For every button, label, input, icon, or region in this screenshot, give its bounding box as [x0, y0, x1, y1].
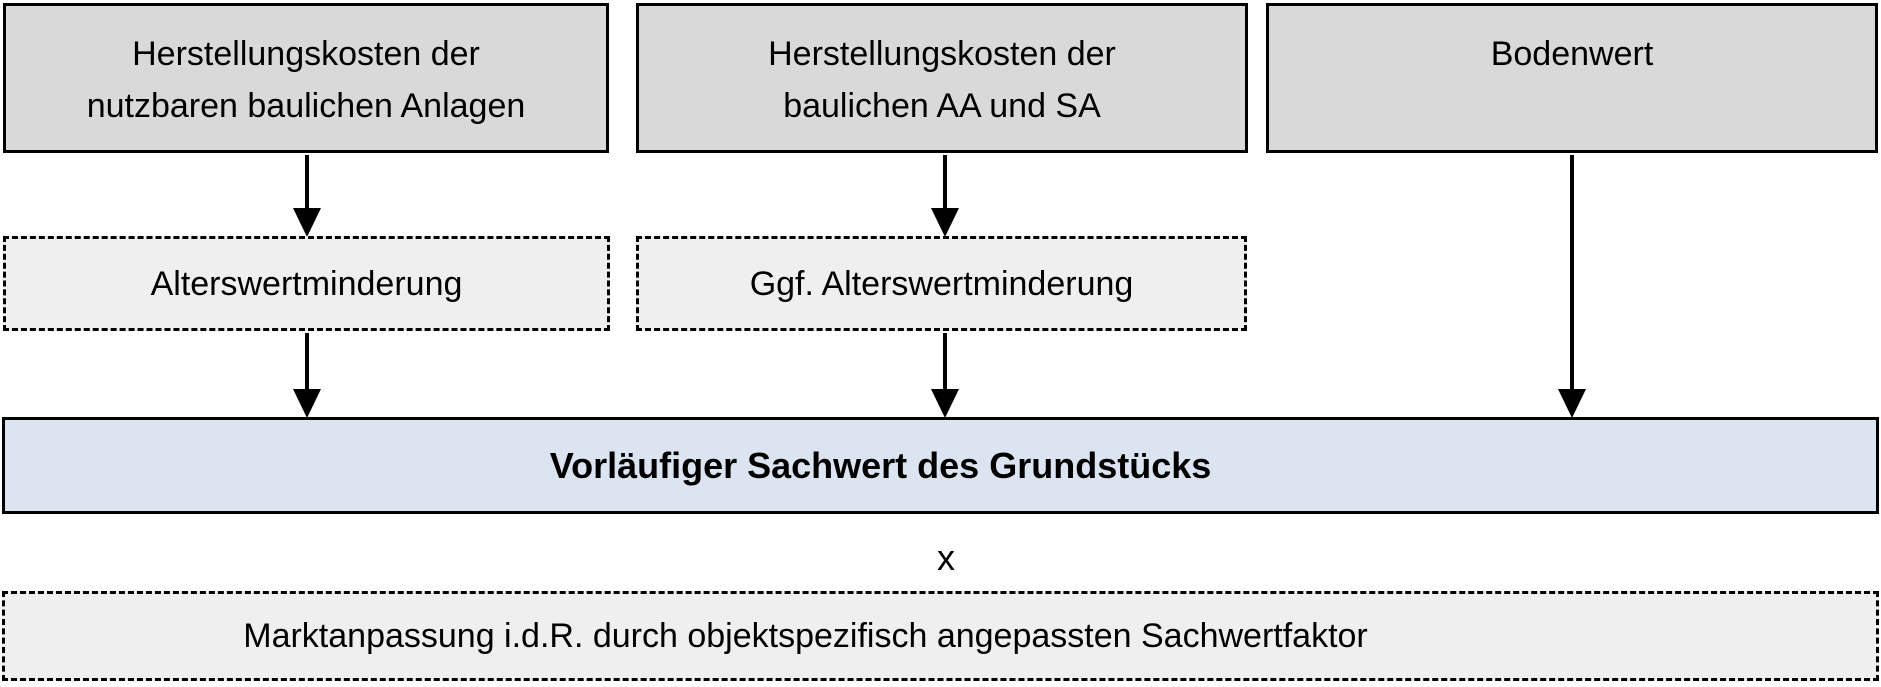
box-alterswertminderung-label: Alterswertminderung: [150, 264, 463, 303]
box-ggf-alterswertminderung-label: Ggf. Alterswertminderung: [749, 264, 1134, 303]
arrow-shaft: [943, 155, 947, 208]
arrow-head: [293, 389, 321, 418]
box-bodenwert: Bodenwert: [1266, 3, 1878, 153]
box-ggf-alterswertminderung: Ggf. Alterswertminderung: [636, 236, 1247, 331]
arrow-shaft: [305, 155, 309, 208]
arrow-shaft: [1570, 155, 1574, 389]
arrow-down-bodenwert-to-result-icon: [1558, 155, 1586, 418]
arrow-head: [931, 208, 959, 237]
arrow-down-cost-usable-to-depreciation-icon: [293, 155, 321, 237]
box-vorlaeufiger-sachwert: Vorläufiger Sachwert des Grundstücks: [2, 417, 1879, 514]
arrow-down-cost-aa-sa-to-depreciation-icon: [931, 155, 959, 237]
box-herstellungskosten-aa-sa: Herstellungskosten der baulichen AA und …: [636, 3, 1248, 153]
box-vorlaeufiger-sachwert-label: Vorläufiger Sachwert des Grundstücks: [549, 444, 1212, 486]
box-marktanpassung-label: Marktanpassung i.d.R. durch objektspezif…: [243, 617, 1368, 655]
box-marktanpassung: Marktanpassung i.d.R. durch objektspezif…: [2, 591, 1879, 681]
box-bodenwert-label: Bodenwert: [1490, 35, 1654, 73]
arrow-down-depreciation-opt-to-result-icon: [931, 333, 959, 418]
box-herstellungskosten-aa-sa-label: Herstellungskosten der baulichen AA und …: [768, 35, 1116, 125]
multiplication-operator: x: [937, 537, 955, 578]
box-alterswertminderung: Alterswertminderung: [3, 236, 610, 331]
arrow-shaft: [943, 333, 947, 389]
arrow-down-depreciation-to-result-icon: [293, 333, 321, 418]
box-herstellungskosten-nutzbare-anlagen-label: Herstellungskosten der nutzbaren baulich…: [86, 35, 526, 125]
arrow-head: [293, 208, 321, 237]
arrow-head: [1558, 389, 1586, 418]
arrow-shaft: [305, 333, 309, 389]
arrow-head: [931, 389, 959, 418]
box-herstellungskosten-nutzbare-anlagen: Herstellungskosten der nutzbaren baulich…: [3, 3, 609, 153]
